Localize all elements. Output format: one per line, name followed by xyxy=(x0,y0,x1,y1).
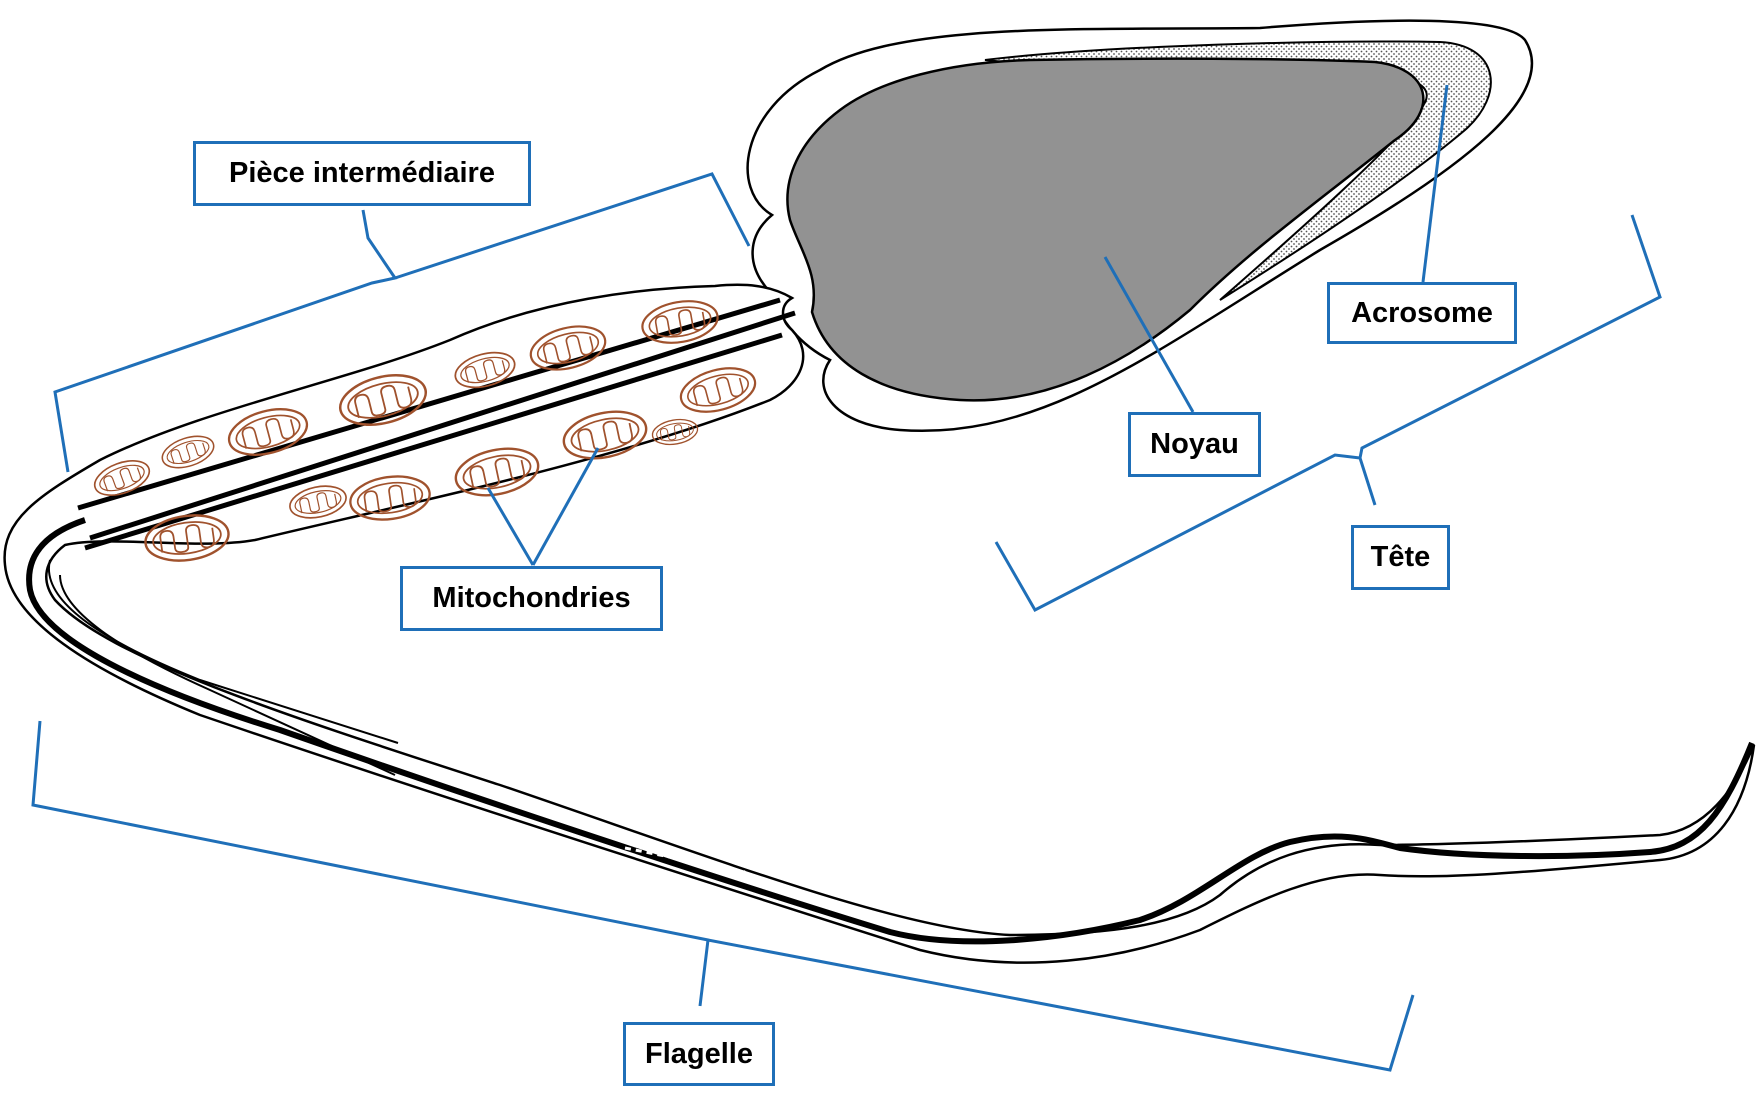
nucleus xyxy=(786,57,1425,402)
axoneme-line-3 xyxy=(84,332,783,551)
bracket-tete xyxy=(994,214,1662,612)
label-mitochondries: Mitochondries xyxy=(400,566,663,631)
label-flagelle: Flagelle xyxy=(623,1022,775,1086)
label-tete: Tête xyxy=(1351,525,1450,590)
flagellum-core xyxy=(26,517,1755,945)
leader-mitochondries-1 xyxy=(486,487,535,566)
leader-noyau xyxy=(1103,256,1195,413)
leader-mitochondries-2 xyxy=(531,447,600,566)
label-acrosome: Acrosome xyxy=(1327,282,1517,344)
label-piece-intermediaire: Pièce intermédiaire xyxy=(193,141,531,206)
axoneme-line-1 xyxy=(77,297,781,511)
label-noyau: Noyau xyxy=(1128,412,1261,477)
axoneme-line-2 xyxy=(89,310,796,541)
leader-acrosome xyxy=(1421,84,1449,283)
bracket-flagelle xyxy=(31,720,1415,1072)
bracket-piece-intermediaire xyxy=(53,172,751,473)
